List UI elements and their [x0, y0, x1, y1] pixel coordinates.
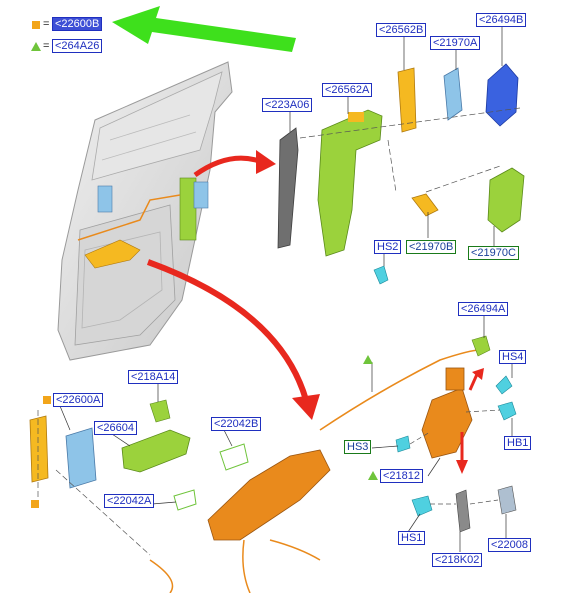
callout-22042A[interactable]: <22042A	[104, 494, 155, 508]
red-arrow-upper-icon	[193, 150, 276, 178]
callout-22042B[interactable]: <22042B	[211, 417, 262, 431]
callout-26562B[interactable]: <26562B	[376, 23, 427, 37]
callout-21970C[interactable]: <21970C	[468, 246, 519, 260]
legend-square-icon	[32, 21, 40, 29]
callout-218K02[interactable]: <218K02	[432, 553, 483, 567]
callout-26562A[interactable]: <26562A	[322, 83, 373, 97]
callout-21812-triangle-icon	[368, 471, 378, 480]
callout-26494A[interactable]: <26494A	[458, 302, 509, 316]
callout-21812[interactable]: <21812	[380, 469, 424, 483]
legend-triangle-icon	[31, 42, 41, 51]
legend-equals-square: =	[43, 18, 50, 30]
upper-right-parts	[277, 63, 525, 285]
callout-26494B[interactable]: <26494B	[476, 13, 527, 27]
callout-HS3[interactable]: HS3	[344, 440, 372, 454]
callout-22008[interactable]: <22008	[488, 538, 532, 552]
red-arrow-lower-icon	[146, 259, 320, 420]
callout-leaders	[59, 24, 513, 552]
callout-HS1[interactable]: HS1	[398, 531, 426, 545]
callout-26604[interactable]: <26604	[94, 421, 138, 435]
callout-22600A-square-icon	[43, 396, 51, 404]
legend-triangle-ref[interactable]: <264A26	[52, 39, 103, 53]
callout-22600A[interactable]: <22600A	[53, 393, 104, 407]
green-arrow-icon	[112, 6, 296, 52]
legend-equals-triangle: =	[43, 40, 50, 52]
callout-21970B[interactable]: <21970B	[406, 240, 457, 254]
callout-218A14[interactable]: <218A14	[128, 370, 179, 384]
callout-HS2[interactable]: HS2	[374, 240, 402, 254]
lower-right-parts	[319, 335, 517, 533]
lower-left-square-marker-icon	[31, 500, 39, 508]
callout-HS4[interactable]: HS4	[499, 350, 527, 364]
sliding-door-panel	[57, 61, 233, 361]
lower-left-parts	[29, 399, 331, 593]
callout-21970A[interactable]: <21970A	[430, 36, 481, 50]
legend-square-ref[interactable]: <22600B	[52, 17, 103, 31]
callout-223A06[interactable]: <223A06	[262, 98, 313, 112]
callout-HB1[interactable]: HB1	[504, 436, 532, 450]
